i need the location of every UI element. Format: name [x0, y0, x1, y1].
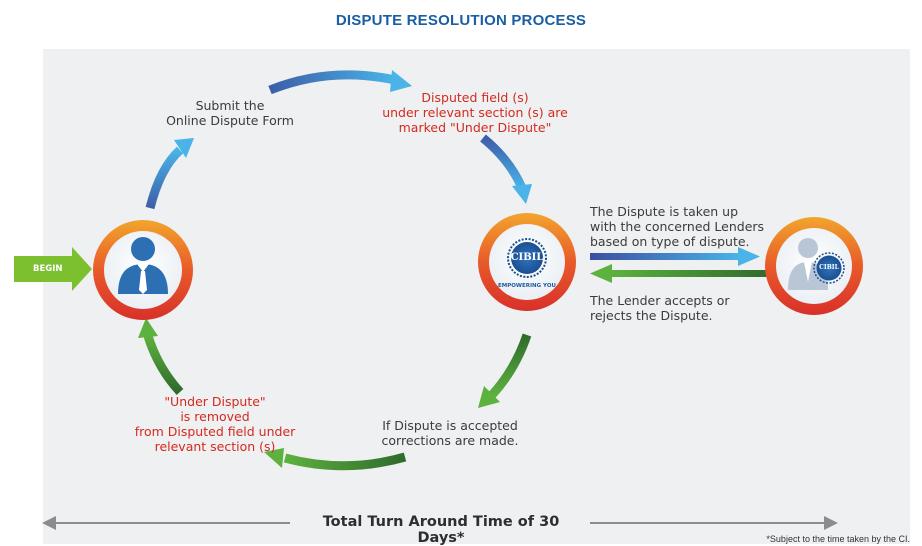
- step-under-dispute-removed: "Under Dispute" is removed from Disputed…: [134, 394, 296, 454]
- arrow-cibil-to-corrections: [478, 333, 532, 408]
- lender-cibil-logo-text: CIBIL: [819, 264, 839, 271]
- step-marked-under-dispute: Disputed field (s) under relevant sectio…: [382, 90, 568, 135]
- turnaround-timeline: [42, 516, 838, 530]
- cibil-circle: [478, 213, 576, 311]
- cibil-seal-icon: [507, 238, 547, 278]
- diagram-panel: [43, 49, 910, 544]
- step-lender-accepts-rejects: The Lender accepts or rejects the Disput…: [590, 293, 730, 323]
- arrow-submit-to-marked: [268, 70, 412, 95]
- arrow-lender-to-cibil: [590, 264, 770, 283]
- turnaround-time-label: Total Turn Around Time of 30 Days*: [322, 514, 560, 546]
- lender-circle: [765, 217, 863, 315]
- footnote: *Subject to the time taken by the CI.: [766, 534, 910, 544]
- arrow-removed-to-begin: [138, 318, 184, 396]
- user-tie-icon: [118, 237, 168, 294]
- arrow-cibil-to-lender: [590, 247, 760, 266]
- step-submit-form: Submit the Online Dispute Form: [166, 98, 294, 128]
- step-corrections-made: If Dispute is accepted corrections are m…: [381, 418, 519, 448]
- user-circle: [93, 220, 193, 320]
- cibil-tagline: EMPOWERING YOU: [497, 283, 556, 289]
- arrow-begin-to-submit: [145, 138, 194, 210]
- arrow-marked-to-cibil: [480, 134, 532, 204]
- arrow-corrections-to-removed: [264, 448, 407, 471]
- step-taken-up-with-lenders: The Dispute is taken up with the concern…: [590, 204, 765, 249]
- begin-arrow: [14, 247, 92, 291]
- begin-label: BEGIN: [33, 264, 63, 274]
- cibil-logo-text: CIBIL: [510, 252, 544, 263]
- page-title: DISPUTE RESOLUTION PROCESS: [335, 12, 587, 29]
- lender-with-cibil-icon: [788, 238, 845, 290]
